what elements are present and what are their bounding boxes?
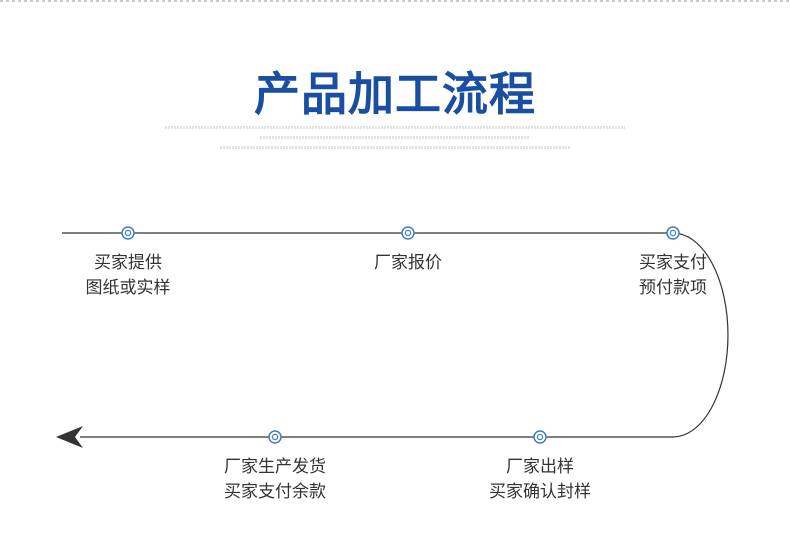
page-title: 产品加工流程 xyxy=(254,67,536,121)
step-5-line-1: 厂家生产发货 xyxy=(224,457,326,477)
step-4-line-2: 买家确认封样 xyxy=(489,482,591,502)
decorative-line xyxy=(220,146,570,149)
node-marker-5 xyxy=(268,430,282,444)
decorative-line xyxy=(260,136,530,139)
step-3-line-2: 预付款项 xyxy=(639,278,707,298)
node-marker-3 xyxy=(666,226,680,240)
step-5-label: 厂家生产发货 买家支付余款 xyxy=(195,455,355,505)
step-3-label: 买家支付 预付款项 xyxy=(593,251,753,301)
arrowhead-icon xyxy=(56,426,83,448)
step-1-line-2: 图纸或实样 xyxy=(85,278,171,298)
step-5-line-2: 买家支付余款 xyxy=(224,482,326,502)
top-dotted-rule xyxy=(0,0,790,2)
step-1-line-1: 买家提供 xyxy=(94,253,162,273)
step-1-label: 买家提供 图纸或实样 xyxy=(48,251,208,301)
flow-path xyxy=(62,232,729,438)
step-4-line-1: 厂家出样 xyxy=(506,457,574,477)
step-2-line-1: 厂家报价 xyxy=(374,253,442,273)
node-marker-4 xyxy=(533,430,547,444)
step-2-label: 厂家报价 xyxy=(328,251,488,276)
node-marker-1 xyxy=(121,226,135,240)
node-marker-2 xyxy=(401,226,415,240)
decorative-line xyxy=(165,126,625,129)
decorative-subtitle-lines xyxy=(0,126,790,156)
step-3-line-1: 买家支付 xyxy=(639,253,707,273)
step-4-label: 厂家出样 买家确认封样 xyxy=(460,455,620,505)
